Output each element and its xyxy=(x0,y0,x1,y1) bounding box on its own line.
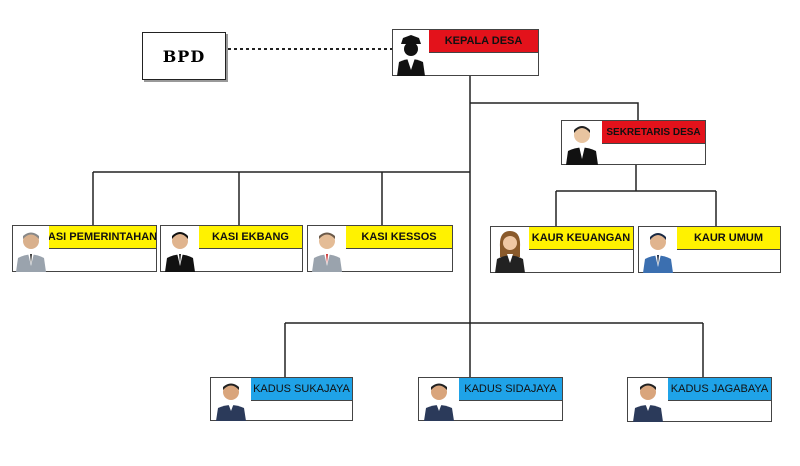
bpd-box: BPD xyxy=(142,32,226,80)
bpd-label: BPD xyxy=(162,46,206,66)
sekretaris-desa-title: SEKRETARIS DESA xyxy=(602,121,705,144)
node-kadus-sukajaya: KADUS SUKAJAYA xyxy=(210,377,353,421)
kasi-ekbang-title: KASI EKBANG xyxy=(199,226,302,249)
node-kasi-ekbang: KASI EKBANG xyxy=(160,225,303,272)
official-portrait-icon xyxy=(13,226,49,272)
official-portrait-icon xyxy=(308,226,346,272)
node-kepala-desa: KEPALA DESA xyxy=(392,29,539,76)
kadus-sukajaya-title: KADUS SUKAJAYA xyxy=(251,378,352,401)
sekretaris-desa-name-field xyxy=(602,143,705,164)
official-portrait-icon xyxy=(639,227,677,273)
kadus-sidajaya-title: KADUS SIDAJAYA xyxy=(459,378,562,401)
node-kasi-pemerintahan: ASI PEMERINTAHAN xyxy=(12,225,157,272)
kepala-desa-name-field xyxy=(429,52,538,75)
kadus-sidajaya-name-field xyxy=(459,400,562,420)
official-portrait-icon xyxy=(211,378,251,421)
official-portrait-icon xyxy=(491,227,529,273)
node-kaur-umum: KAUR UMUM xyxy=(638,226,781,273)
kaur-keuangan-name-field xyxy=(529,249,633,272)
kadus-sukajaya-name-field xyxy=(251,400,352,420)
kaur-keuangan-title: KAUR KEUANGAN xyxy=(529,227,633,250)
official-portrait-icon xyxy=(562,121,602,165)
kasi-kessos-title: KASI KESSOS xyxy=(346,226,452,249)
node-kaur-keuangan: KAUR KEUANGAN xyxy=(490,226,634,273)
node-sekretaris-desa: SEKRETARIS DESA xyxy=(561,120,706,165)
official-portrait-icon xyxy=(628,378,668,422)
kepala-desa-title: KEPALA DESA xyxy=(429,30,538,53)
official-portrait-icon xyxy=(419,378,459,421)
kaur-umum-title: KAUR UMUM xyxy=(677,227,780,250)
kadus-jagabaya-name-field xyxy=(668,400,771,421)
node-kadus-jagabaya: KADUS JAGABAYA xyxy=(627,377,772,422)
node-kadus-sidajaya: KADUS SIDAJAYA xyxy=(418,377,563,421)
kasi-kessos-name-field xyxy=(346,248,452,271)
official-portrait-icon xyxy=(393,30,429,76)
node-kasi-kessos: KASI KESSOS xyxy=(307,225,453,272)
kasi-pemerintahan-name-field xyxy=(49,248,156,271)
kasi-ekbang-name-field xyxy=(199,248,302,271)
sekretaris-connector xyxy=(470,102,639,120)
kasi-pemerintahan-title: ASI PEMERINTAHAN xyxy=(49,226,156,249)
official-portrait-icon xyxy=(161,226,199,272)
kaur-umum-name-field xyxy=(677,249,780,272)
kadus-jagabaya-title: KADUS JAGABAYA xyxy=(668,378,771,401)
